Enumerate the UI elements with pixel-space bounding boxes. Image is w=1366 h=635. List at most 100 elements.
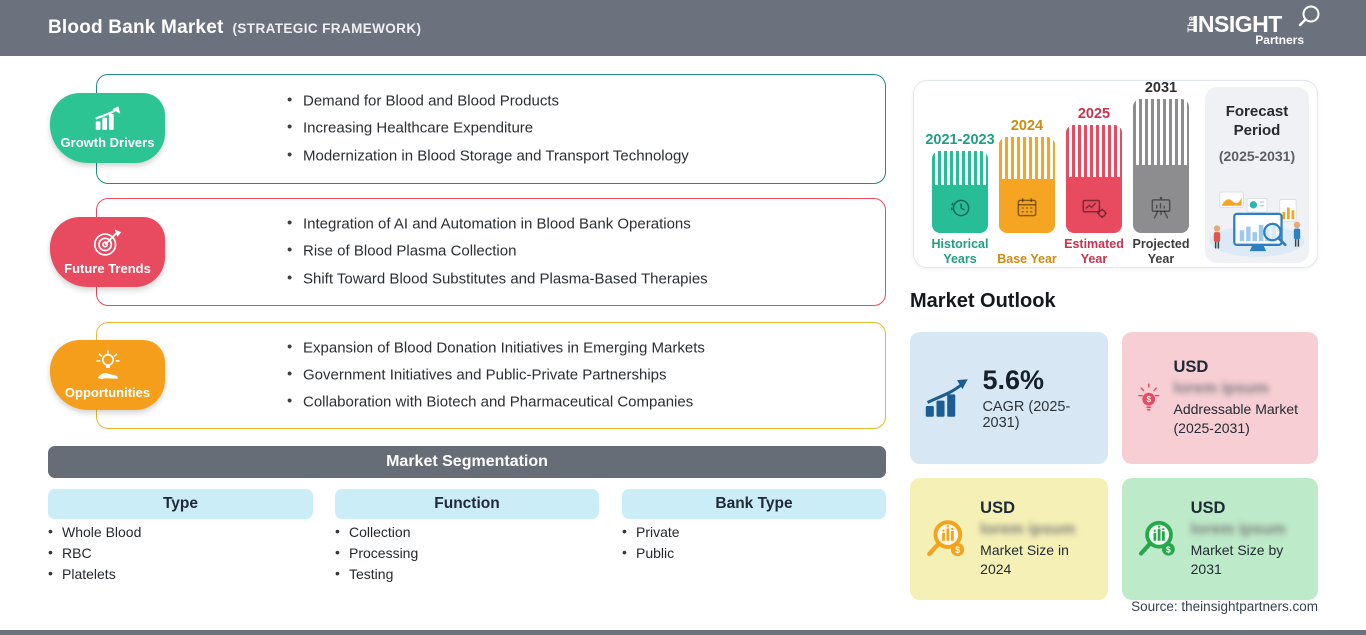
calendar-icon [1017, 198, 1037, 217]
magnifier-lens-icon [1298, 5, 1320, 27]
analytics-gear-icon [1082, 199, 1107, 219]
magnifier-chart-green-icon: $ [1138, 520, 1175, 556]
card-caption: Market Size in 2024 [980, 542, 1069, 577]
bullet-item: Collaboration with Biotech and Pharmaceu… [287, 392, 705, 413]
cagr-card: 5.6% CAGR (2025-2031) [910, 332, 1108, 464]
future-trends-box: Integration of AI and Automation in Bloo… [96, 198, 886, 306]
list-item: Processing [335, 545, 418, 560]
segment-list-function: Collection Processing Testing [335, 524, 418, 588]
currency-label: USD [1173, 358, 1209, 377]
currency-label: USD [1190, 499, 1226, 518]
presentation-chart-icon [1151, 196, 1171, 219]
timeline-bar [932, 151, 988, 233]
segment-header-function: Function [335, 489, 599, 519]
forecast-period-range: (2025-2031) [1218, 147, 1296, 164]
idea-hand-icon [95, 350, 120, 379]
svg-text:$: $ [955, 545, 960, 555]
opportunities-list: Expansion of Blood Donation Initiatives … [287, 331, 705, 420]
growth-drivers-box: Demand for Blood and Blood Products Incr… [96, 74, 886, 184]
segment-list-type: Whole Blood RBC Platelets [48, 524, 141, 588]
cagr-value: 5.6% [982, 365, 1044, 395]
size-2031-text-block: USD lorem ipsum Market Size by 2031 [1191, 499, 1304, 579]
market-segmentation-title: Market Segmentation [386, 453, 548, 470]
bar-stripe-pattern [932, 151, 988, 185]
market-size-2031-card: $ USD lorem ipsum Market Size by 2031 [1122, 478, 1318, 600]
cagr-text-block: 5.6% CAGR (2025-2031) [982, 365, 1094, 431]
segment-header-bank-type-label: Bank Type [715, 495, 793, 512]
size-2024-text-block: USD lorem ipsum Market Size in 2024 [980, 499, 1094, 579]
insight-partners-logo: The INSIGHT Partners [1184, 5, 1320, 49]
timeline-bar-estimated: 2025 [1066, 106, 1122, 233]
logo-insight-text: INSIGHT [1192, 11, 1282, 37]
growth-drivers-list: Demand for Blood and Blood Products Incr… [287, 85, 689, 174]
target-dart-icon [93, 229, 121, 256]
growth-drivers-label: Growth Drivers [60, 135, 155, 150]
timeline-panel: 2021-2023 2024 [913, 80, 1318, 268]
timeline-year-label: 2031 [1144, 80, 1178, 96]
timeline-caption: Estimated Year [1064, 237, 1124, 266]
timeline-bar [1066, 125, 1122, 233]
opportunities-box: Expansion of Blood Donation Initiatives … [96, 322, 886, 429]
forecast-period-panel: Forecast Period (2025-2031) [1205, 87, 1309, 263]
cagr-growth-icon [925, 379, 968, 417]
list-item: Collection [335, 524, 418, 539]
bar-stripe-pattern [1066, 125, 1122, 177]
page-title: Blood Bank Market (STRATEGIC FRAMEWORK) [48, 0, 421, 56]
list-item: Platelets [48, 566, 141, 581]
timeline-caption: Historical Years [931, 237, 989, 266]
list-item: RBC [48, 545, 141, 560]
page-title-main: Blood Bank Market [48, 17, 224, 38]
addressable-text-block: USD lorem ipsum Addressable Market (2025… [1174, 358, 1305, 438]
logo-partners-text: Partners [1255, 33, 1304, 47]
bar-stripe-pattern [999, 137, 1055, 179]
timeline-year-label: 2024 [1010, 118, 1044, 134]
timeline-year-label: 2021-2023 [925, 132, 995, 148]
bullet-item: Government Initiatives and Public-Privat… [287, 364, 705, 385]
segment-list-bank-type: Private Public [622, 524, 680, 567]
redacted-value: lorem ipsum [980, 521, 1076, 539]
segment-header-type: Type [48, 489, 313, 519]
opportunities-label: Opportunities [64, 385, 151, 400]
bullet-item: Expansion of Blood Donation Initiatives … [287, 337, 705, 358]
market-outlook-title: Market Outlook [910, 290, 1056, 312]
future-trends-label: Future Trends [64, 261, 151, 276]
list-item: Private [622, 524, 680, 539]
forecast-period-title: Forecast Period [1225, 103, 1289, 139]
header-bar: Blood Bank Market (STRATEGIC FRAMEWORK) … [0, 0, 1366, 56]
bullet-item: Increasing Healthcare Expenditure [287, 118, 689, 139]
source-attribution: Source: theinsightpartners.com [1131, 599, 1318, 614]
timeline-caption: Projected Year [1132, 237, 1190, 266]
segment-header-bank-type: Bank Type [622, 489, 886, 519]
redacted-value: lorem ipsum [1190, 521, 1286, 539]
list-item: Whole Blood [48, 524, 141, 539]
svg-text:$: $ [1146, 395, 1151, 404]
cagr-label: CAGR (2025-2031) [982, 399, 1071, 431]
timeline-bar-historical: 2021-2023 [925, 132, 995, 233]
redacted-value: lorem ipsum [1173, 380, 1269, 398]
future-trends-badge: Future Trends [50, 217, 165, 287]
page-title-subtitle: (STRATEGIC FRAMEWORK) [232, 20, 422, 36]
card-caption: Market Size by 2031 [1190, 542, 1284, 577]
timeline-year-label: 2025 [1077, 106, 1111, 122]
bulb-dollar-icon: $ [1138, 383, 1160, 411]
bullet-item: Shift Toward Blood Substitutes and Plasm… [287, 268, 708, 289]
list-item: Public [622, 545, 680, 560]
bar-stripe-pattern [1133, 99, 1189, 165]
currency-label: USD [980, 499, 1015, 518]
bullet-item: Modernization in Blood Storage and Trans… [287, 145, 689, 166]
timeline-bar-base: 2024 [999, 118, 1055, 233]
timeline-caption: Base Year [997, 251, 1057, 266]
timeline-bar [999, 137, 1055, 233]
market-size-2024-card: $ USD lorem ipsum Market Size in 2024 [910, 478, 1108, 600]
forecast-illustration [1209, 191, 1305, 257]
svg-text:$: $ [1166, 545, 1171, 555]
bullet-item: Rise of Blood Plasma Collection [287, 241, 708, 262]
opportunities-badge: Opportunities [50, 340, 165, 410]
growth-chart-icon [94, 106, 120, 130]
bullet-item: Integration of AI and Automation in Bloo… [287, 214, 708, 235]
growth-drivers-badge: Growth Drivers [50, 93, 165, 163]
clock-history-icon [950, 199, 970, 217]
market-segmentation-bar: Market Segmentation [48, 446, 886, 478]
future-trends-list: Integration of AI and Automation in Bloo… [287, 208, 708, 297]
